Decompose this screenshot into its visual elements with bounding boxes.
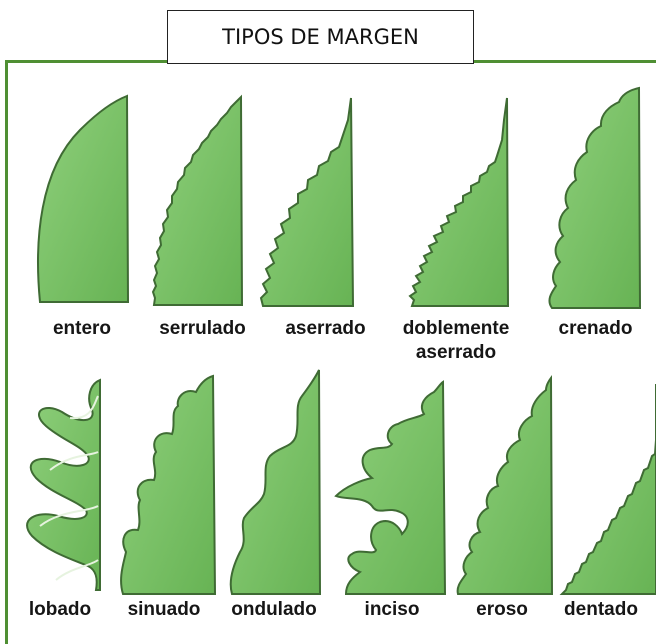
label-entero: entero: [52, 318, 112, 339]
leaf-sinuado: [120, 374, 217, 595]
leaf-crenado: [548, 86, 642, 309]
label-eroso: eroso: [476, 599, 528, 620]
leaf-lobado: [26, 378, 101, 591]
leaf-inciso: [334, 380, 447, 595]
leaf-eroso: [456, 375, 554, 595]
label-crenado: crenado: [558, 318, 633, 339]
label-sinuado: sinuado: [127, 599, 201, 620]
label-inciso: inciso: [364, 599, 420, 620]
label-doblemente-line1: doblemente: [402, 318, 510, 339]
label-serrulado: serrulado: [159, 318, 246, 339]
leaf-serrulado: [151, 94, 244, 306]
label-doblemente-line2: aserrado: [415, 342, 497, 363]
leaf-lobado-veins: [39, 395, 99, 581]
label-ondulado: ondulado: [231, 599, 317, 620]
leaf-aserrado: [259, 97, 355, 307]
leaf-entero: [37, 94, 130, 303]
leaf-doblemente: [408, 97, 510, 307]
page-title: TIPOS DE MARGEN: [167, 10, 474, 64]
label-lobado: lobado: [28, 599, 92, 620]
leaf-ondulado: [229, 369, 322, 595]
label-dentado: dentado: [564, 599, 638, 620]
label-aserrado: aserrado: [285, 318, 366, 339]
leaf-dentado: [559, 384, 656, 595]
